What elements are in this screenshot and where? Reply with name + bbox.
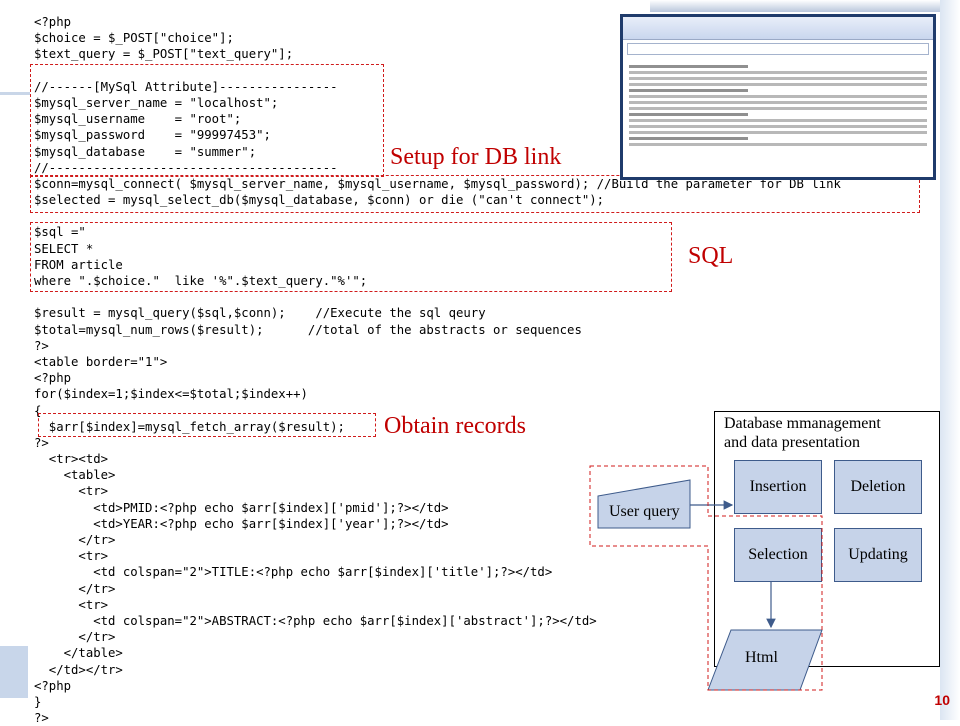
updating-node: Updating bbox=[834, 528, 922, 582]
code-line: where ".$choice." like '%".$text_query."… bbox=[34, 274, 368, 288]
code-line: $mysql_password = "99997453"; bbox=[34, 128, 271, 143]
browser-title-bar bbox=[623, 17, 933, 40]
html-label: Html bbox=[745, 649, 778, 666]
code-line: <td colspan="2">ABSTRACT:<?php echo $arr… bbox=[34, 613, 597, 628]
code-line: //------[MySql Attribute]---------------… bbox=[34, 79, 338, 94]
result-row bbox=[629, 113, 749, 116]
code-line: </tr> bbox=[34, 630, 116, 645]
code-line: $arr[$index]=mysql_fetch_array($result); bbox=[34, 419, 345, 434]
code-line: <?php bbox=[34, 15, 72, 29]
result-row bbox=[629, 143, 927, 146]
result-row bbox=[629, 137, 749, 140]
result-row bbox=[629, 89, 749, 92]
code-line: FROM article bbox=[34, 257, 123, 272]
result-row bbox=[629, 101, 927, 104]
code-line: <table> bbox=[34, 468, 116, 483]
diagram-title-line: and data presentation bbox=[724, 434, 860, 451]
deletion-node: Deletion bbox=[834, 460, 922, 514]
user-query-label: User query bbox=[609, 503, 680, 520]
result-row bbox=[629, 131, 927, 134]
code-line: $mysql_database = "summer"; bbox=[34, 144, 257, 159]
code-line: <tr> bbox=[34, 549, 109, 564]
result-row bbox=[629, 95, 927, 98]
code-line: <table border="1"> bbox=[34, 354, 168, 369]
code-line: //--------------------------------------… bbox=[34, 160, 338, 175]
code-line: $sql =" bbox=[34, 225, 86, 240]
result-row bbox=[629, 65, 749, 68]
browser-screenshot-thumbnail bbox=[620, 14, 936, 180]
sql-annotation: SQL bbox=[688, 243, 734, 269]
insertion-node: Insertion bbox=[734, 460, 822, 514]
result-row bbox=[629, 71, 927, 74]
result-row bbox=[629, 107, 927, 110]
result-row bbox=[629, 83, 927, 86]
selection-node: Selection bbox=[734, 528, 822, 582]
code-line: SELECT * bbox=[34, 241, 94, 256]
left-bottom-accent bbox=[0, 646, 28, 698]
browser-content bbox=[623, 58, 933, 153]
result-row bbox=[629, 125, 927, 128]
code-line: <?php bbox=[34, 371, 72, 386]
code-line: $mysql_server_name = "localhost"; bbox=[34, 95, 279, 110]
browser-address-bar bbox=[627, 43, 929, 55]
page-number: 10 bbox=[934, 692, 950, 708]
result-row bbox=[629, 77, 927, 80]
code-line: <?php bbox=[34, 678, 72, 693]
code-line: $conn=mysql_connect( $mysql_server_name,… bbox=[34, 176, 841, 191]
code-line: <tr><td> bbox=[34, 452, 109, 467]
code-line: } bbox=[34, 694, 42, 709]
sql-dashed-box bbox=[30, 222, 672, 292]
code-line: { bbox=[34, 403, 42, 418]
db-link-call-dashed-box bbox=[30, 175, 920, 213]
code-line: $result = mysql_query($sql,$conn); //Exe… bbox=[34, 306, 486, 321]
code-line: for($index=1;$index<=$total;$index++) bbox=[34, 387, 308, 402]
db-link-dashed-box bbox=[30, 64, 384, 177]
result-row bbox=[629, 119, 927, 122]
diagram-title-line: Database mmanagement bbox=[724, 415, 881, 432]
code-line: </td></tr> bbox=[34, 662, 123, 677]
records-dashed-box bbox=[38, 413, 376, 437]
records-annotation: Obtain records bbox=[384, 413, 526, 439]
code-line: $selected = mysql_select_db($mysql_datab… bbox=[34, 193, 605, 208]
code-line: ?> bbox=[34, 435, 49, 450]
code-line: </tr> bbox=[34, 533, 116, 547]
code-line: <td colspan="2">TITLE:<?php echo $arr[$i… bbox=[34, 565, 553, 580]
code-line: $choice = $_POST["choice"]; bbox=[34, 31, 234, 46]
code-line: $text_query = $_POST["text_query"]; bbox=[34, 47, 294, 62]
code-line: <tr> bbox=[34, 597, 109, 612]
right-border-bar bbox=[940, 0, 960, 720]
query-flow-dashed-outline bbox=[589, 465, 823, 691]
code-line: <td>PMID:<?php echo $arr[$index]['pmid']… bbox=[34, 500, 449, 515]
php-code-block: <?php $choice = $_POST["choice"];$text_qu… bbox=[34, 14, 841, 726]
db-link-annotation: Setup for DB link bbox=[390, 144, 562, 170]
code-line: $total=mysql_num_rows($result); //total … bbox=[34, 322, 582, 337]
code-line: </table> bbox=[34, 646, 123, 661]
code-line: <td>YEAR:<?php echo $arr[$index]['year']… bbox=[34, 516, 449, 531]
code-line: $mysql_username = "root"; bbox=[34, 112, 242, 127]
left-accent-line bbox=[0, 92, 30, 95]
user-query-shape bbox=[597, 479, 691, 529]
code-line: </tr> bbox=[34, 581, 116, 596]
code-line: ?> bbox=[34, 338, 49, 353]
diagram-title: Database mmanagement and data presentatio… bbox=[724, 414, 881, 452]
code-line: <tr> bbox=[34, 484, 109, 499]
top-gradient-bar bbox=[650, 0, 960, 12]
